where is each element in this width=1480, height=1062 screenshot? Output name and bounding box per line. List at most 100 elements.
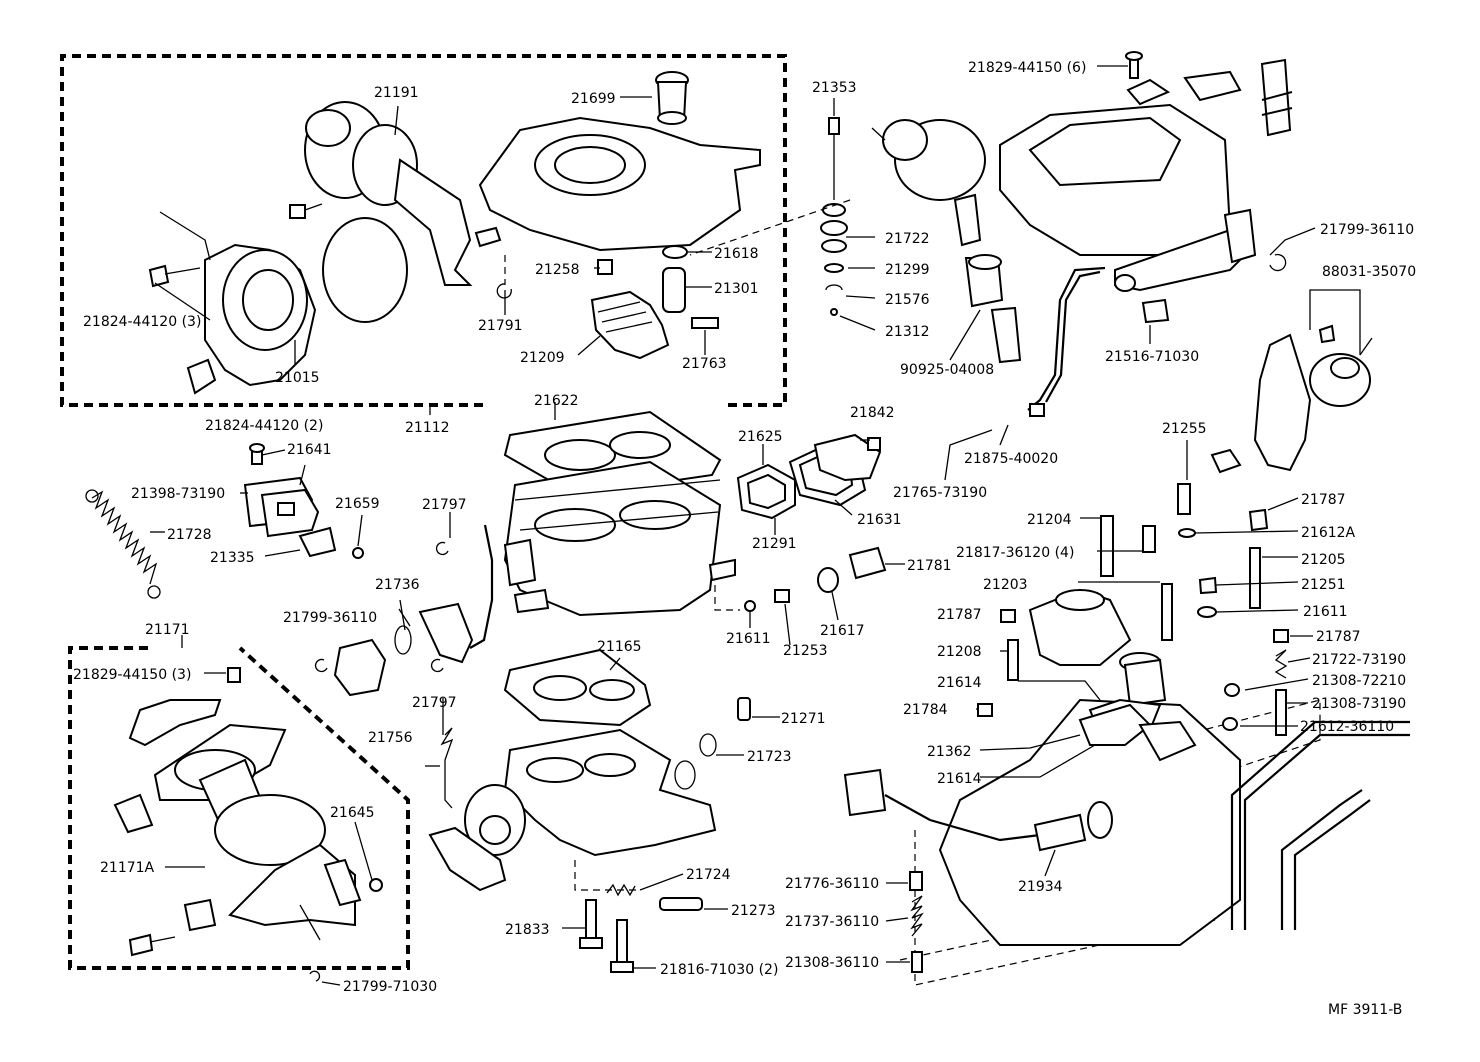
part-label: 21398-73190 [131,486,225,502]
part-label: 21824-44120 (2) [205,418,323,434]
leader-lines [150,65,1361,986]
part-label: 21171 [145,622,190,638]
part-lower-right-screws-drawing [909,871,924,973]
part-label: 21209 [520,350,565,366]
part-label: 21112 [405,420,450,436]
part-label: 21934 [1018,879,1063,895]
part-label: 21308-36110 [785,955,879,971]
part-label: 21308-73190 [1312,696,1406,712]
part-label: 21833 [505,922,550,938]
part-label: 21765-73190 [893,485,987,501]
part-main-body-drawing [503,410,736,617]
part-label: 21353 [812,80,857,96]
part-label: 21736 [375,577,420,593]
part-label: 21204 [1027,512,1072,528]
part-label: 21171A [100,860,155,876]
part-label: 21208 [937,644,982,660]
part-label: 21308-72210 [1312,673,1406,689]
part-label: 21612-36110 [1300,719,1394,735]
part-label: 21253 [783,643,828,659]
part-label: 21737-36110 [785,914,879,930]
part-label: 21362 [927,744,972,760]
part-label: 21728 [167,527,212,543]
part-label: 21875-40020 [964,451,1058,467]
part-label: 21255 [1162,421,1207,437]
part-21934-drawing [843,768,1087,852]
part-labels: 21191 21699 21353 21829-44150 (6) 21722 … [73,60,1416,1018]
part-label: 21618 [714,246,759,262]
part-label: 21205 [1301,552,1346,568]
part-label: 21791 [478,318,523,334]
part-label: 21799-36110 [1320,222,1414,238]
part-label: 90925-04008 [900,362,994,378]
part-label: 21631 [857,512,902,528]
part-21171-drawing [113,667,383,982]
part-label: 21165 [597,639,642,655]
part-pipes-drawing [1230,720,1410,930]
part-needle-valve-drawing [496,117,848,329]
part-label: 21612A [1301,525,1356,541]
part-air-horn-right-drawing [871,51,1293,364]
part-label: 21576 [885,292,930,308]
part-label: 21299 [885,262,930,278]
part-label: 21291 [752,536,797,552]
part-label: 21335 [210,550,255,566]
part-label: 21015 [275,370,320,386]
part-label: 21258 [535,262,580,278]
part-label: 21816-71030 (2) [660,962,778,978]
part-21728-drawing [85,489,161,599]
part-label: 21787 [1316,629,1361,645]
part-label: 21756 [368,730,413,746]
part-label: 21251 [1301,577,1346,593]
part-label: 21829-44150 (3) [73,667,191,683]
part-label: 21763 [682,356,727,372]
part-label: 21617 [820,623,865,639]
part-label: 21799-71030 [343,979,437,995]
part-label: 21781 [907,558,952,574]
part-label: 21824-44120 (3) [83,314,201,330]
part-label: 21787 [1301,492,1346,508]
part-label: 21724 [686,867,731,883]
part-88031-drawing [1210,324,1373,474]
part-label: 21203 [983,577,1028,593]
part-label: 21191 [374,85,419,101]
part-label: 21614 [937,675,982,691]
part-label: 21787 [937,607,982,623]
part-label: 21312 [885,324,930,340]
part-label: 21784 [903,702,948,718]
part-label: 21625 [738,429,783,445]
part-lower-center-drawing [579,546,887,973]
part-label: 21659 [335,496,380,512]
part-label: 21516-71030 [1105,349,1199,365]
part-label: 21817-36120 (4) [956,545,1074,561]
part-label: 21722 [885,231,930,247]
part-vacuum-pipe-drawing [1027,266,1106,417]
part-label: 21273 [731,903,776,919]
part-label: 21271 [781,711,826,727]
part-label: 21611 [1303,604,1348,620]
diagram-ref-label: MF 3911-B [1328,1002,1402,1018]
part-label: 88031-35070 [1322,264,1416,280]
part-label: 21723 [747,749,792,765]
part-label: 21776-36110 [785,876,879,892]
part-label: 21641 [287,442,332,458]
part-right-body-drawing [938,483,1289,946]
part-21191-drawing [304,101,473,286]
part-21641-drawing [243,443,364,559]
part-label: 21622 [534,393,579,409]
part-label: 21611 [726,631,771,647]
part-drawings [85,51,1410,982]
part-label: 21797 [412,695,457,711]
part-air-horn-drawing [474,71,761,252]
part-21625-drawing [736,433,882,520]
part-21015-drawing [148,203,408,395]
part-label: 21842 [850,405,895,421]
part-21209-drawing [590,290,670,360]
part-linkage-drawing [314,524,494,809]
part-label: 21799-36110 [283,610,377,626]
part-label: 21797 [422,497,467,513]
part-lower-body-drawing [428,648,751,892]
part-label: 21699 [571,91,616,107]
part-label: 21301 [714,281,759,297]
